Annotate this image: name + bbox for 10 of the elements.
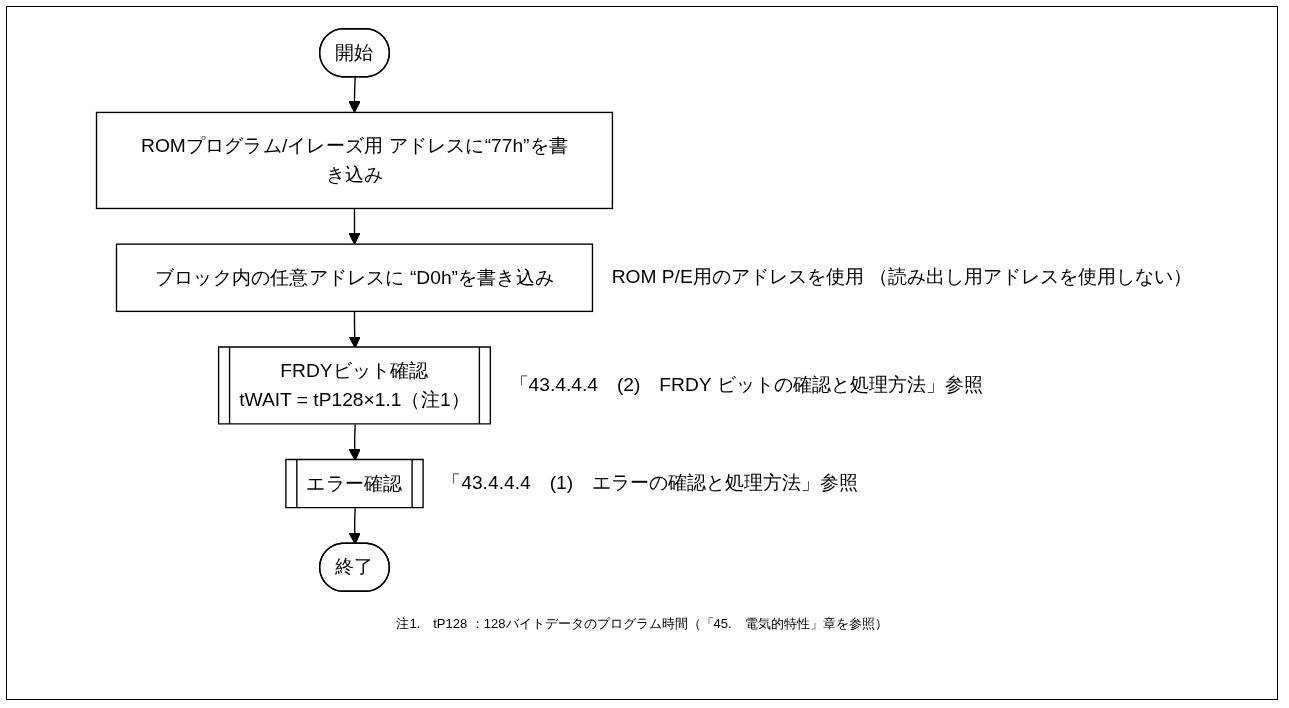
annotation-text: 「43.4.4.4 (1) エラーの確認と処理方法」参照 bbox=[442, 471, 859, 493]
terminal-box: 終了 bbox=[319, 542, 390, 592]
annotation-text: ROM P/E用のアドレスを使用 （読み出し用アドレスを使用しない） bbox=[611, 265, 1193, 287]
subroutine-box: FRDYビット確認 tWAIT = tP128×1.1（注1） bbox=[217, 346, 492, 425]
process-box: ブロック内の任意アドレスに “D0h”を書き込み bbox=[115, 243, 594, 313]
terminal-box: 開始 bbox=[319, 28, 390, 78]
note-text: 注1. tP128 ：128バイトデータのプログラム時間（「45. 電気的特性」章を参照） bbox=[396, 615, 888, 633]
subroutine-box: エラー確認 bbox=[285, 458, 424, 509]
annotation-text: 「43.4.4.4 (2) FRDY ビットの確認と処理方法」参照 bbox=[509, 373, 983, 395]
process-box: ROMプログラム/イレーズ用 アドレスに“77h”を書き込み bbox=[95, 111, 614, 210]
